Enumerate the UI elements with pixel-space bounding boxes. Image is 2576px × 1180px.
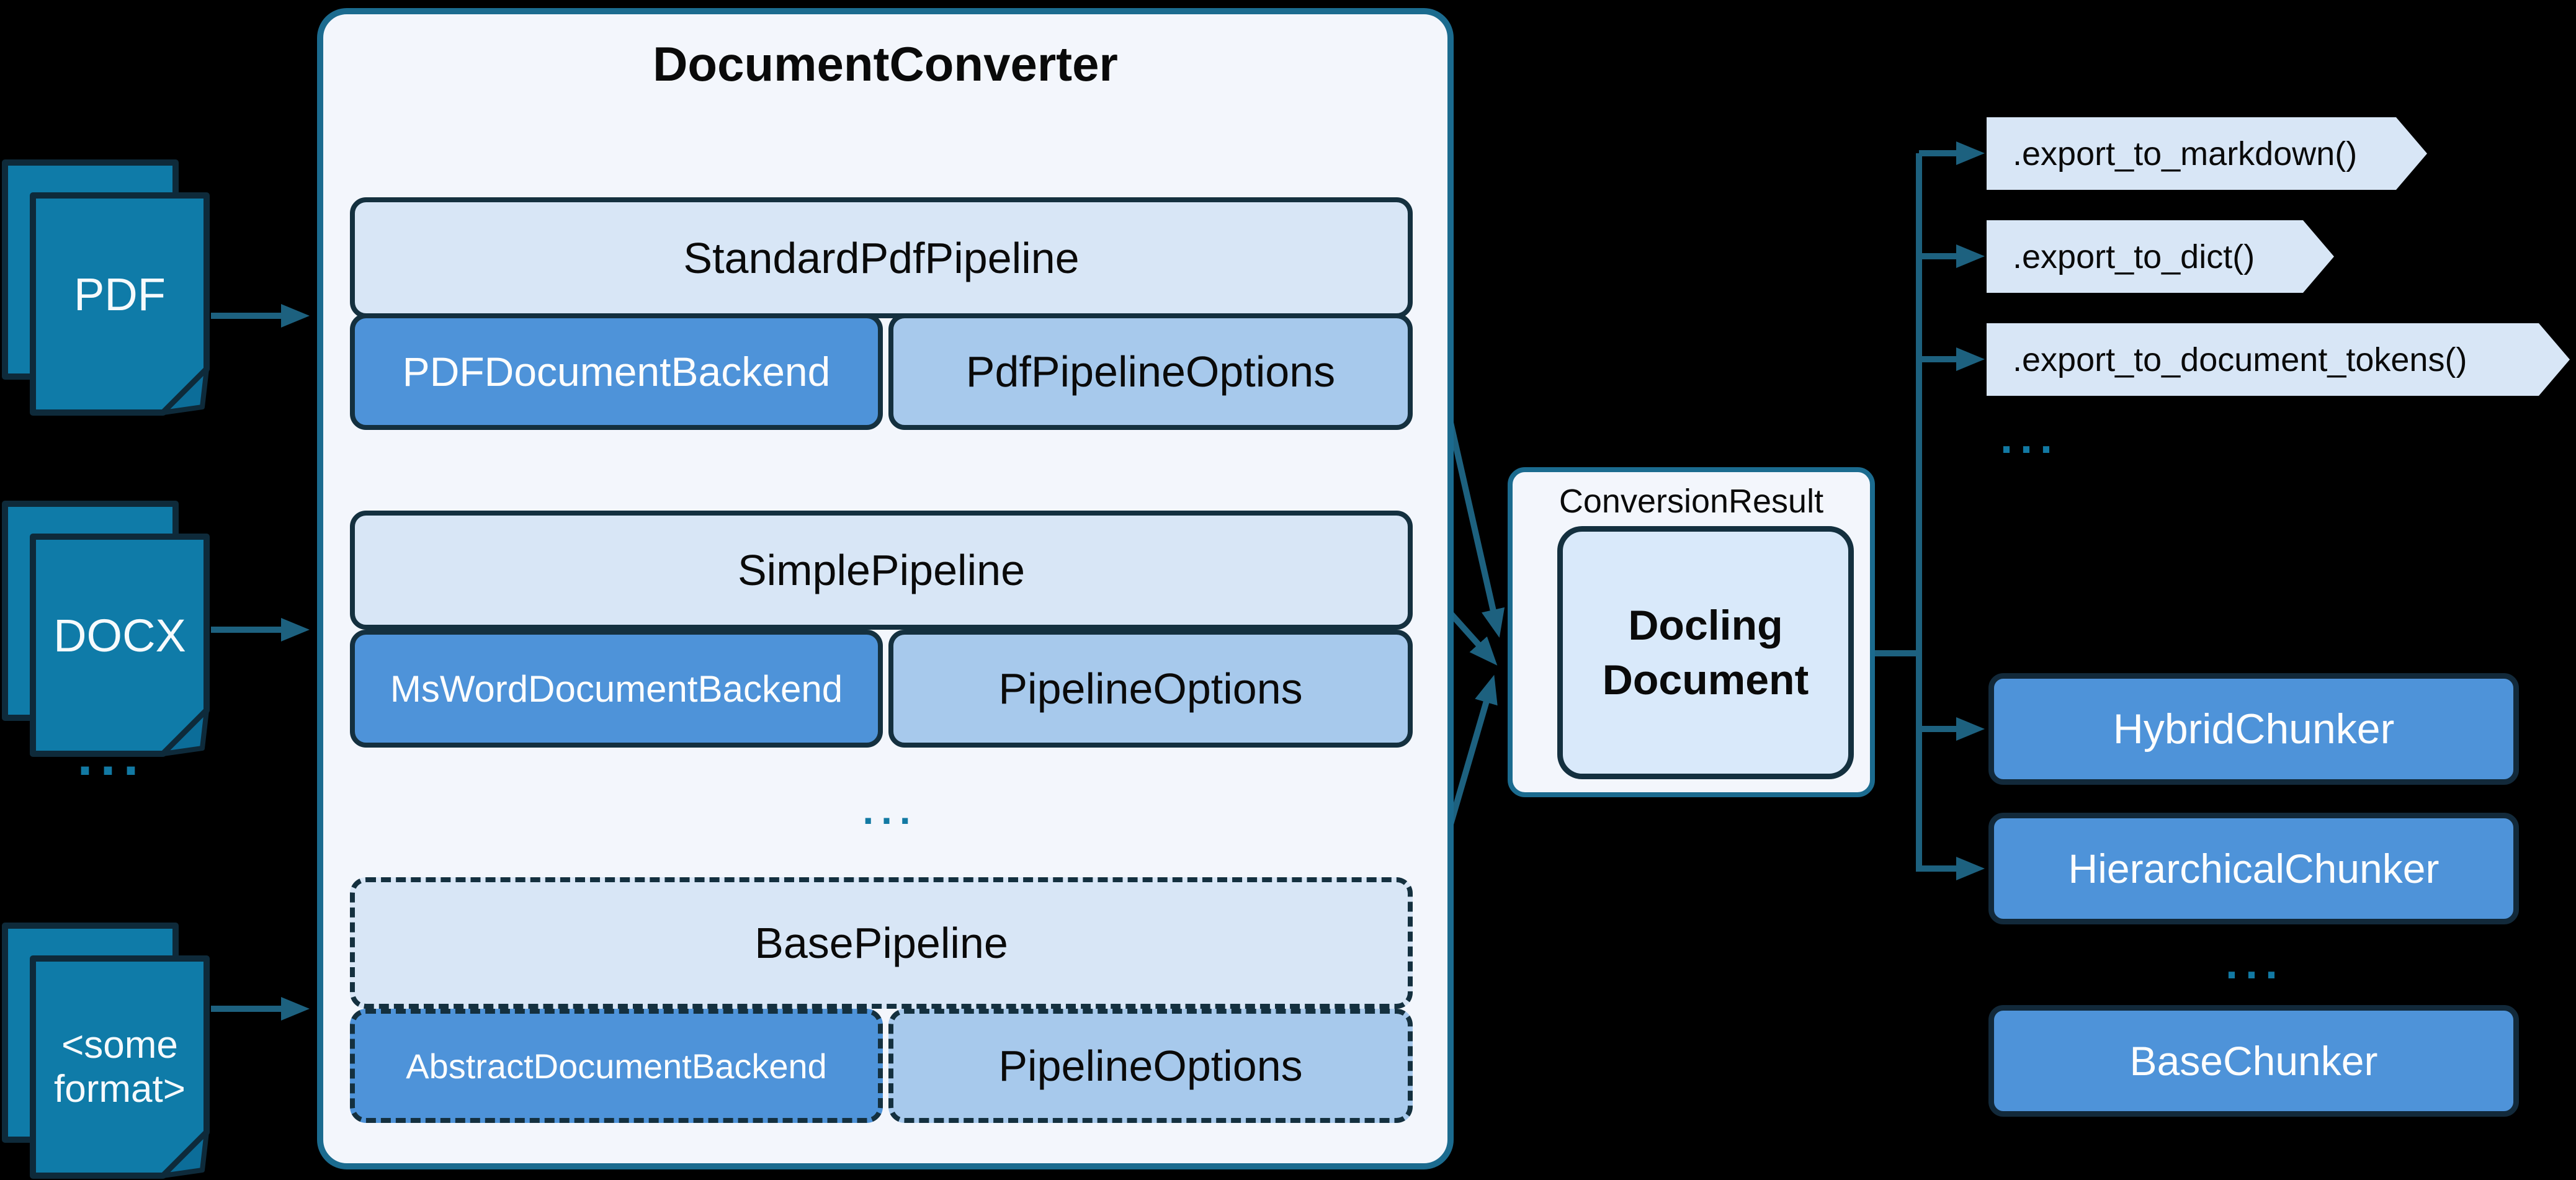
- pipeline-simple: SimplePipeline: [350, 511, 1413, 630]
- pdf-documents-icon: [2, 159, 210, 416]
- backend-pdfdocument: PDFDocumentBackend: [350, 313, 883, 430]
- document-converter-title: DocumentConverter: [653, 36, 1118, 91]
- converter-ellipsis: ...: [862, 787, 918, 833]
- backend-msword: MsWordDocumentBackend: [350, 630, 883, 748]
- base-chunker-box: BaseChunker: [1988, 1005, 2519, 1117]
- export-to-document-tokens-banner: .export_to_document_tokens(): [1987, 323, 2570, 396]
- export-to-dict-banner: .export_to_dict(): [1987, 220, 2334, 293]
- docling-document-line1: Docling: [1628, 601, 1783, 649]
- options-pdfpipeline: PdfPipelineOptions: [888, 313, 1413, 430]
- conversion-result-label: ConversionResult: [1559, 483, 1824, 520]
- exports-ellipsis: ...: [2000, 413, 2060, 463]
- hybrid-chunker-box: HybridChunker: [1988, 673, 2519, 785]
- hierarchical-chunker-box: HierarchicalChunker: [1988, 813, 2519, 924]
- docling-document-line2: Document: [1602, 656, 1809, 704]
- docling-document-box: Docling Document: [1557, 526, 1854, 779]
- options-pipeline: PipelineOptions: [888, 630, 1413, 748]
- other-format-label-line2: format>: [54, 1068, 186, 1111]
- export-to-markdown-banner: .export_to_markdown(): [1987, 117, 2427, 190]
- other-format-label: <some format>: [39, 1002, 200, 1132]
- bus-line: [1916, 153, 1985, 881]
- pipeline-standardpdf: StandardPdfPipeline: [350, 197, 1413, 318]
- pipeline-base: BasePipeline: [350, 877, 1413, 1009]
- backend-abstract: AbstractDocumentBackend: [350, 1009, 883, 1123]
- other-format-label-line1: <some: [61, 1023, 178, 1066]
- other-format-documents-icon: [2, 923, 210, 1179]
- pdf-label: PDF: [74, 269, 166, 321]
- inputs-ellipsis: ...: [77, 725, 146, 787]
- options-pipeline-base: PipelineOptions: [888, 1009, 1413, 1123]
- docx-label: DOCX: [53, 610, 186, 662]
- chunkers-ellipsis: ...: [2225, 938, 2285, 988]
- docx-documents-icon: [2, 501, 210, 757]
